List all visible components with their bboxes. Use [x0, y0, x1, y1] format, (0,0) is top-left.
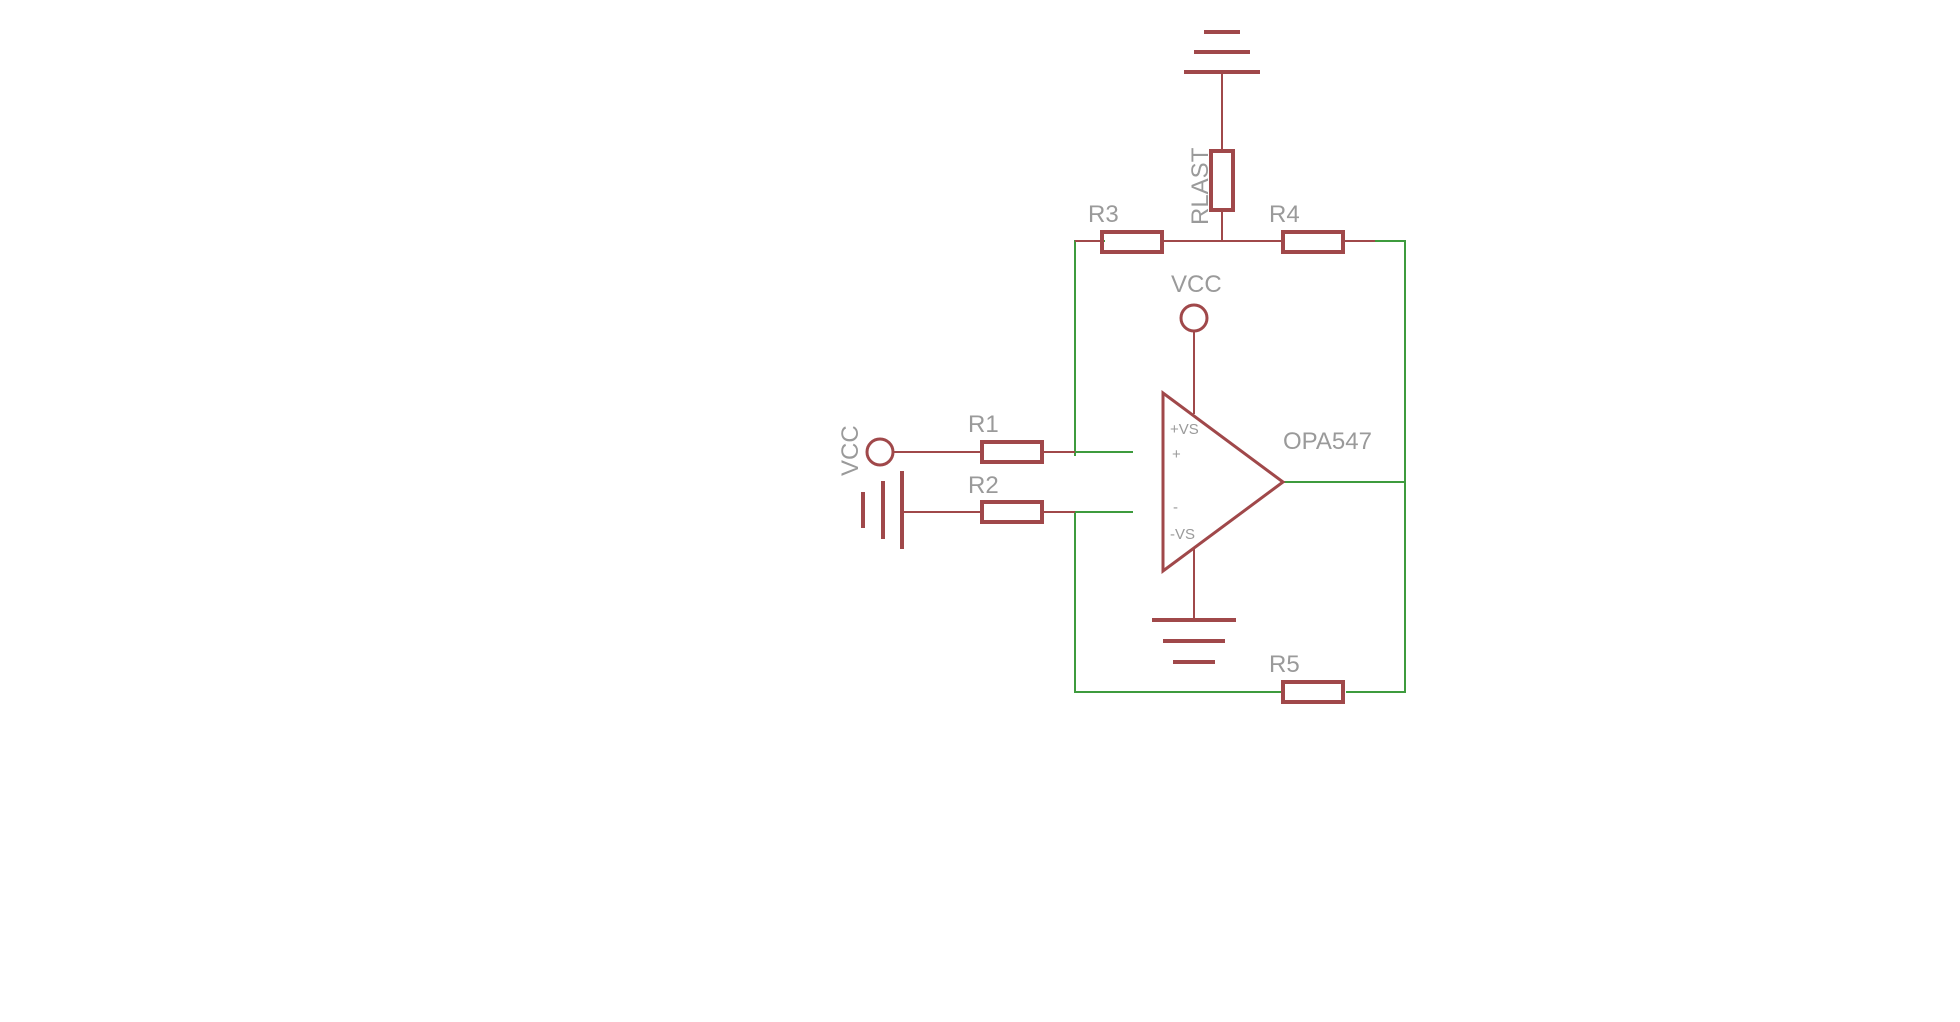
opamp-pin-pos-supply: +VS: [1170, 421, 1199, 438]
wire-net: [1045, 240, 1406, 693]
resistor-r1: [980, 440, 1075, 464]
ground-left: [861, 471, 982, 549]
vcc-top-label: VCC: [1171, 271, 1222, 298]
opamp-pin-inverting: -: [1173, 499, 1178, 516]
vcc-left-label: VCC: [837, 425, 864, 476]
opamp-pin-neg-supply: -VS: [1170, 526, 1195, 543]
opamp-label: OPA547: [1283, 428, 1372, 455]
r5-label: R5: [1269, 651, 1300, 678]
ground-top: [1184, 30, 1260, 151]
rlast-label: RLAST: [1187, 147, 1214, 225]
r2-label: R2: [968, 472, 999, 499]
resistor-r3: [1075, 230, 1222, 254]
r3-label: R3: [1088, 201, 1119, 228]
r1-label: R1: [968, 411, 999, 438]
vcc-top-terminal: [1179, 303, 1209, 414]
vcc-left-terminal: [865, 437, 982, 467]
opamp-opa547: [1161, 390, 1286, 620]
ground-bottom: [1152, 618, 1236, 664]
opamp-pin-non-inverting: +: [1172, 446, 1181, 463]
r4-label: R4: [1269, 201, 1300, 228]
resistor-rlast: [1209, 149, 1235, 241]
resistor-r2: [980, 500, 1075, 524]
resistor-r4: [1222, 230, 1375, 254]
resistor-r5: [1281, 680, 1345, 704]
